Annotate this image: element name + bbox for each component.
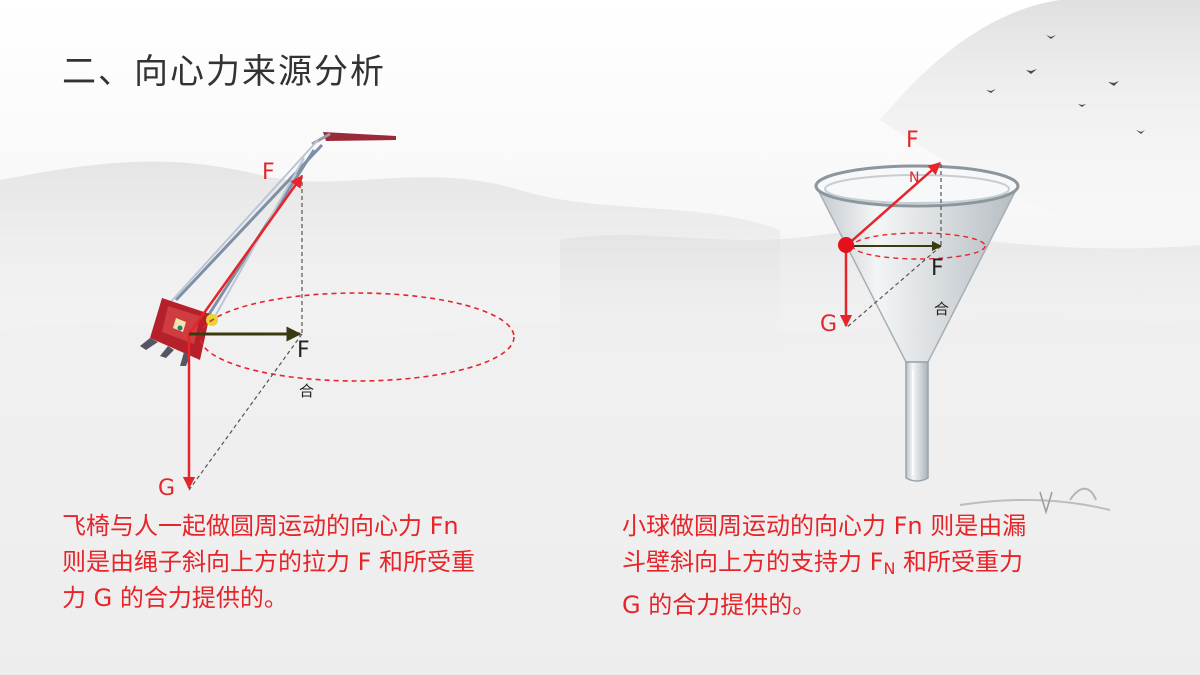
funnel-diagram xyxy=(814,162,1020,482)
caption-right-line3: G 的合力提供的。 xyxy=(622,591,817,619)
caption-left-line1: 飞椅与人一起做圆周运动的向心力 Fn xyxy=(62,512,459,540)
caption-right-line2-b: 和所受重力 xyxy=(895,548,1024,576)
caption-right-line1: 小球做圆周运动的向心力 Fn 则是由漏 xyxy=(622,512,1027,540)
caption-left-line3: 力 G 的合力提供的。 xyxy=(62,584,288,612)
label-support-subscript: N xyxy=(909,170,920,186)
label-tension-f: F xyxy=(262,160,275,185)
label-gravity-g-funnel: G xyxy=(820,312,838,337)
caption-right-line2: 斗壁斜向上方的支持力 FN 和所受重力 xyxy=(622,544,1152,587)
label-net-force-f: F xyxy=(297,338,310,363)
small-ball xyxy=(838,237,854,253)
tension-force-arrow xyxy=(187,174,304,335)
caption-right: 小球做圆周运动的向心力 Fn 则是由漏 斗壁斜向上方的支持力 FN 和所受重力 … xyxy=(622,508,1152,623)
funnel-rim xyxy=(814,164,1020,208)
circular-path-ellipse xyxy=(199,292,515,382)
label-net-force-subscript: 合 xyxy=(299,382,315,400)
caption-right-line2-a: 斗壁斜向上方的支持力 F xyxy=(622,548,884,576)
label-support-f: F xyxy=(906,128,919,153)
flying-chair-diagram xyxy=(140,132,515,491)
page-title: 二、向心力来源分析 xyxy=(62,52,386,92)
caption-left-line2: 则是由绳子斜向上方的拉力 F 和所受重 xyxy=(62,548,476,576)
label-net-force-f-funnel: F xyxy=(931,256,944,281)
label-net-force-subscript-funnel: 合 xyxy=(934,300,950,318)
ride-arm-and-ropes xyxy=(167,132,396,319)
support-force-arrow xyxy=(845,162,941,247)
caption-right-line2-subscript: N xyxy=(883,559,896,578)
dashed-guide-diagonal xyxy=(188,333,303,491)
bird-icons xyxy=(986,35,1145,134)
funnel-stem xyxy=(905,361,929,482)
label-gravity-g: G xyxy=(158,476,176,501)
caption-left: 飞椅与人一起做圆周运动的向心力 Fn 则是由绳子斜向上方的拉力 F 和所受重 力… xyxy=(62,508,602,616)
